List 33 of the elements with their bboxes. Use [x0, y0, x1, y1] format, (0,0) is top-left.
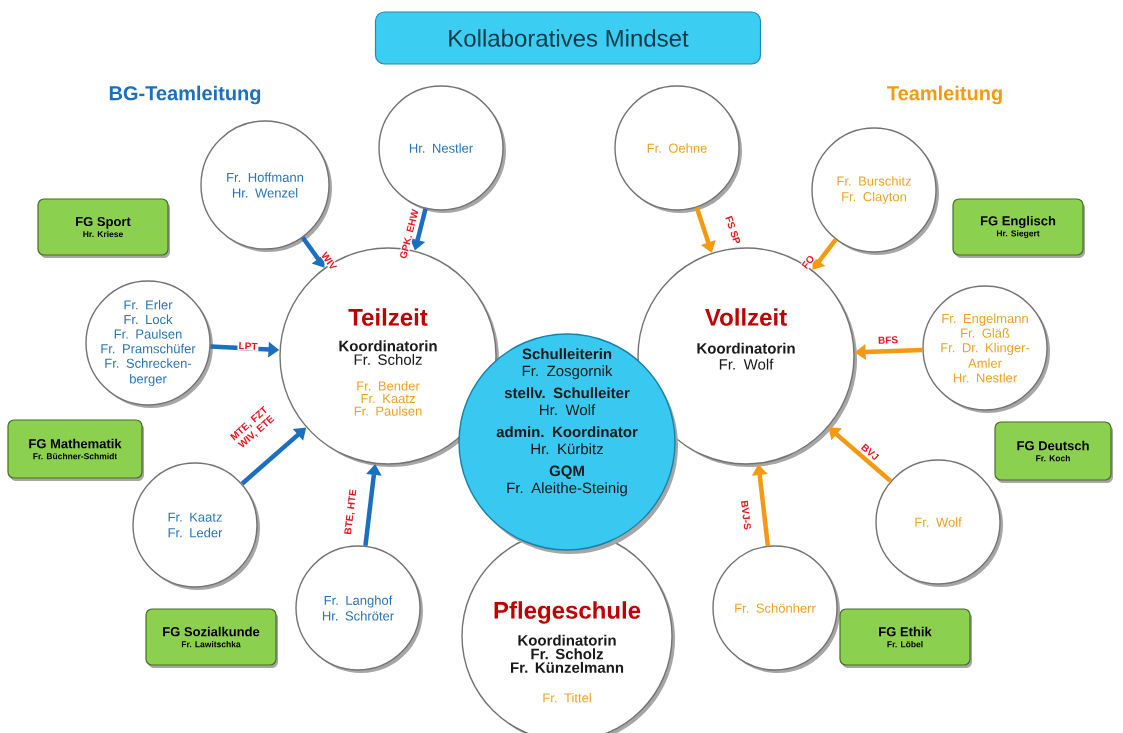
circle-node: Fr. Kaatz Fr. Leder	[132, 462, 260, 590]
subject-box: FG Deutsch Fr. Koch	[994, 421, 1113, 483]
subject-box: FG Sport Hr. Kriese	[37, 198, 170, 258]
circle-node: Fr. Schönherr	[712, 545, 840, 673]
node-label: Fr. Künzelmann	[511, 661, 624, 673]
circle-node: Fr. Wolf	[875, 459, 1003, 587]
circle-node: Fr. Engelmann Fr. Gläß Fr. Dr. Klinger-Amler Hr. Nestler	[922, 285, 1050, 413]
node-label: Fr. Tittel	[543, 692, 591, 703]
subject-box: FG Ethik Fr. Löbel	[839, 608, 972, 668]
edge-label: GPK. EHW	[398, 207, 420, 261]
circle-node: Fr. Hoffmann Hr. Wenzel	[200, 120, 332, 252]
edge-label: LPT	[237, 341, 259, 351]
section-heading: BG-Teamleitung	[109, 85, 261, 105]
node-label: Fr. Scholz	[531, 648, 604, 660]
edge-label: BTE, HTE	[343, 487, 359, 537]
arrow	[828, 427, 893, 483]
node-label: Pflegeschule	[494, 601, 641, 624]
subject-box: FG Mathematik Fr. Büchner-Schmidt	[7, 419, 144, 481]
edge-label: FS SP	[723, 213, 743, 247]
subject-box: FG Englisch Hr. Siegert	[952, 198, 1085, 258]
section-heading: Teamleitung	[887, 85, 1002, 105]
arrow	[812, 238, 838, 270]
arrow	[300, 236, 325, 268]
node-label: Koordinatorin	[518, 634, 616, 646]
circle-node: Fr. Oehne	[614, 85, 742, 213]
title-banner: Kollaboratives Mindset	[374, 11, 762, 65]
edge-label: BFS	[876, 335, 900, 345]
circle-node: Fr. Erler Fr. Lock Fr. Paulsen Fr. Pramschüfer Fr. Schrecken-berger	[85, 280, 213, 408]
circle-node: Fr. Langhof Hr. Schröter	[295, 545, 423, 673]
circle-node: Fr. Burschitz Fr. Clayton	[811, 127, 939, 255]
edge-label: FO	[799, 252, 817, 272]
subject-box: FG Sozialkunde Fr. Lawitschka	[145, 608, 278, 668]
edge-label: BVJ-S	[739, 498, 753, 532]
